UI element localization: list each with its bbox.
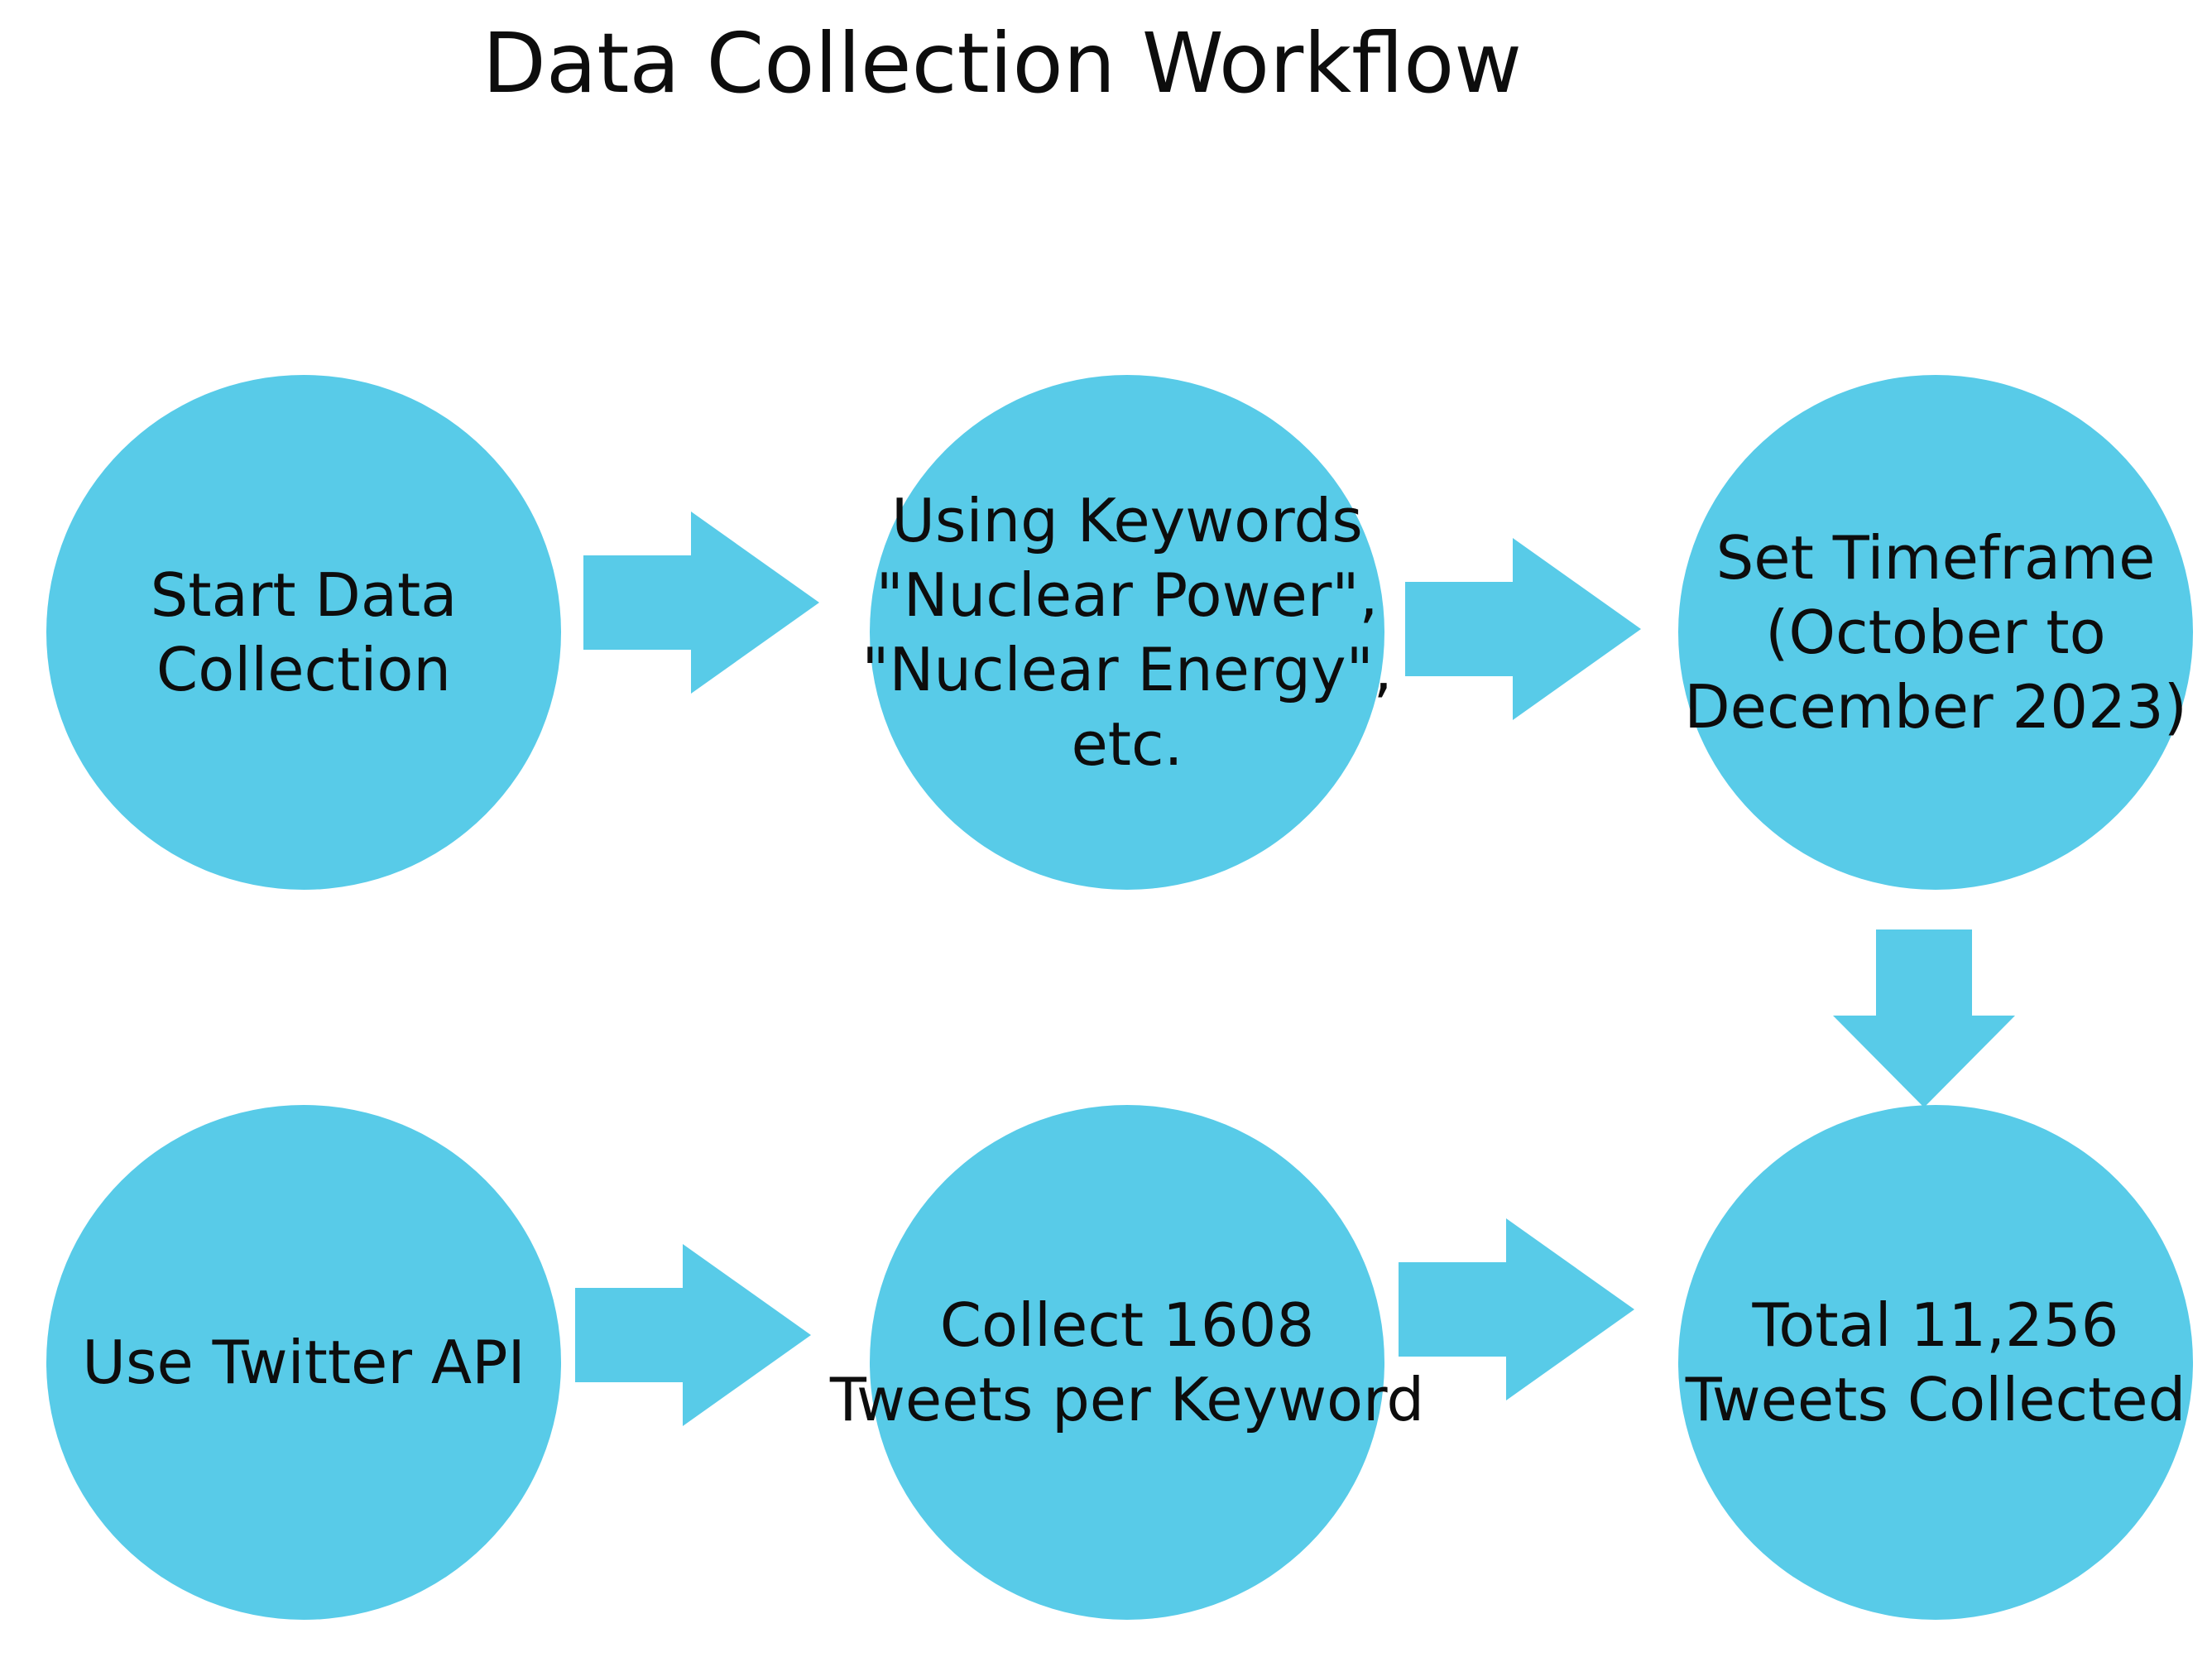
node-start-data-collection: Start Data Collection [46,375,561,890]
edge-keywords-to-timeframe [1405,538,1641,720]
edge-collect-to-total [1399,1218,1634,1400]
edge-timeframe-to-total [1833,929,2015,1107]
node-using-keywords: Using Keywords "Nuclear Power", "Nuclear… [861,375,1393,890]
arrow-right-icon [1399,1218,1634,1400]
node-total-tweets: Total 11,256 Tweets Collected [1678,1105,2193,1620]
node-using-keywords-label: Using Keywords "Nuclear Power", "Nuclear… [861,486,1393,779]
node-use-twitter-api: Use Twitter API [46,1105,561,1620]
arrow-right-icon [583,512,819,694]
node-collect-tweets-label: Collect 1608 Tweets per Keyword [829,1290,1425,1434]
edge-start-to-keywords [583,512,819,694]
node-set-timeframe: Set Timeframe (October to December 2023) [1678,375,2193,890]
node-total-tweets-label: Total 11,256 Tweets Collected [1685,1290,2186,1434]
node-use-twitter-api-label: Use Twitter API [82,1328,525,1397]
node-start-data-collection-label: Start Data Collection [150,560,458,704]
arrow-right-icon [1405,538,1641,720]
node-collect-tweets: Collect 1608 Tweets per Keyword [830,1105,1424,1620]
arrow-down-icon [1833,929,2015,1107]
node-set-timeframe-label: Set Timeframe (October to December 2023) [1684,523,2187,742]
edge-twitter-api-to-collect [575,1244,811,1426]
diagram-title: Data Collection Workflow [482,15,1523,112]
arrow-right-icon [575,1244,811,1426]
